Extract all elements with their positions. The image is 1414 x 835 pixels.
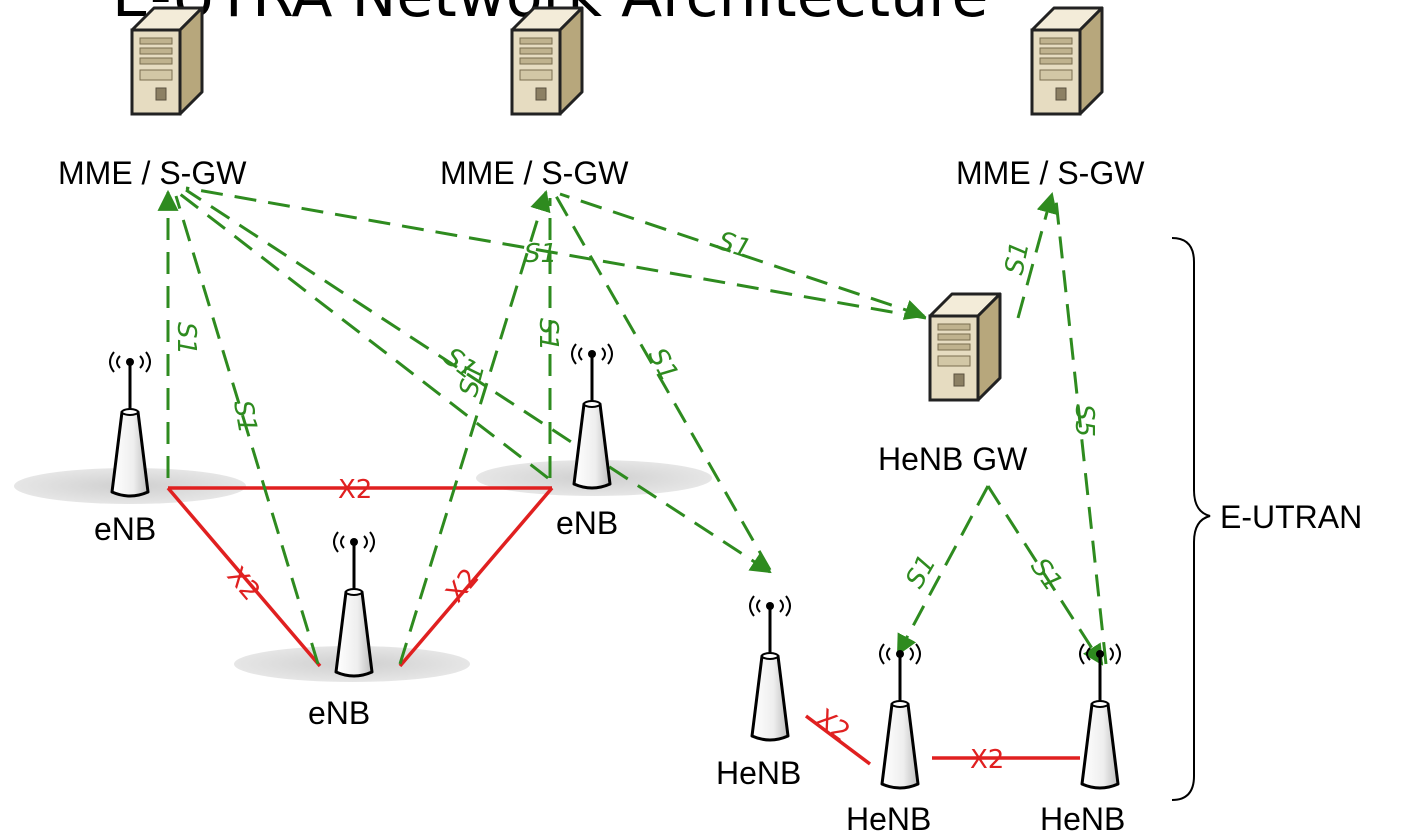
s5-henb3-mme3 [1054, 199, 1108, 665]
server-icon [130, 6, 204, 116]
henb-label: HeNB [716, 755, 801, 791]
henb-label: HeNB [1040, 801, 1125, 835]
region-brace [1171, 237, 1211, 801]
s1-gw-mme3 [1016, 191, 1058, 319]
enb-label: eNB [94, 511, 156, 547]
s1-enb3-mme1 [174, 195, 320, 665]
x2-label: X2 [440, 563, 485, 609]
s1-label: S1 [227, 398, 262, 436]
x2-links [166, 486, 1080, 766]
antenna-icon [570, 342, 614, 490]
s1-label: S1 [533, 318, 563, 351]
mme-node-3: MME / S-GW [956, 6, 1145, 191]
henb-node-3: HeNB [1040, 642, 1125, 835]
server-icon [928, 292, 1002, 402]
enb-label: eNB [556, 505, 618, 541]
mme-node-1: MME / S-GW [58, 6, 247, 191]
x2-label: X2 [221, 561, 266, 607]
s5-label: S5 [1069, 404, 1099, 437]
mme-label: MME / S-GW [58, 155, 247, 191]
henb-node-1: HeNB [716, 594, 801, 791]
s1-henb1-mme1 [185, 188, 772, 574]
x2-label: X2 [338, 475, 372, 505]
x2-label: X2 [810, 703, 855, 747]
s1-links [157, 186, 1108, 666]
enb-node-3: eNB [308, 530, 376, 731]
x2-link-henb1-henb2 [804, 714, 872, 766]
henb-gw-label: HeNB GW [878, 441, 1028, 477]
x2-link-enb1-enb3 [166, 486, 322, 668]
antenna-icon [748, 594, 792, 742]
x2-label: X2 [970, 745, 1004, 775]
s1-label: S1 [524, 239, 557, 269]
s1-label: S1 [1000, 239, 1036, 278]
s1-label: S1 [642, 343, 684, 386]
mme-node-2: MME / S-GW [440, 6, 629, 191]
s1-label: S1 [900, 550, 943, 594]
antenna-icon [108, 350, 152, 498]
s1-label: S1 [1024, 553, 1068, 597]
enb-node-1: eNB [94, 350, 156, 547]
antenna-icon [878, 642, 922, 790]
mme-label: MME / S-GW [956, 155, 1145, 191]
s1-enb3-mme2 [398, 189, 551, 665]
s1-gw-henb3 [986, 485, 1104, 666]
antenna-icon [332, 530, 376, 678]
server-icon [1030, 6, 1104, 116]
mme-label: MME / S-GW [440, 155, 629, 191]
s1-enb2-mme1 [179, 192, 549, 480]
enb-node-2: eNB [556, 342, 618, 541]
x2-link-enb2-enb3 [398, 486, 554, 668]
antenna-icon [1078, 642, 1122, 790]
enb-label: eNB [308, 695, 370, 731]
henb-node-2: HeNB [846, 642, 931, 835]
s1-gw-mme2 [559, 192, 926, 320]
s1-henb1-mme2 [554, 195, 772, 571]
s1-label: S1 [714, 226, 755, 265]
e-utran-label: E-UTRAN [1220, 499, 1362, 535]
server-icon [510, 6, 584, 116]
henb-gateway: HeNB GW [878, 292, 1028, 477]
e-utran-region: E-UTRAN [1171, 237, 1362, 801]
henb-label: HeNB [846, 801, 931, 835]
s1-gw-mme1 [185, 186, 927, 320]
s1-label: S1 [171, 322, 201, 355]
